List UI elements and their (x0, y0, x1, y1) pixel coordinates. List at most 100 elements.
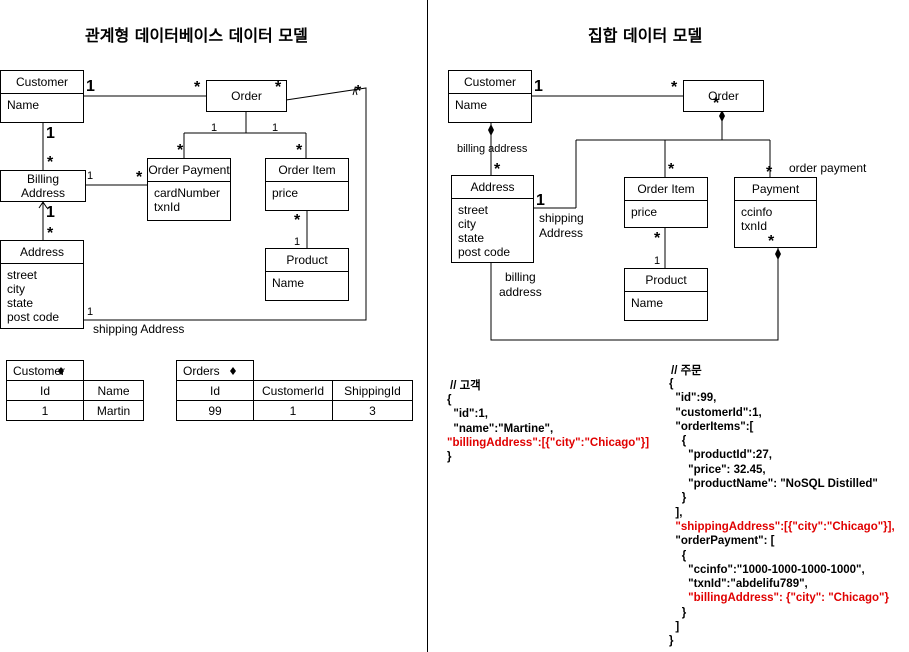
table-cell: 99 (176, 400, 254, 421)
mult-star: * (194, 79, 201, 96)
mult-one: 1 (272, 122, 279, 134)
mult-star: * (275, 79, 282, 96)
json-line-highlight: "shippingAddress":[{"city":"Chicago"}], (669, 520, 895, 533)
entity-attr: post code (7, 310, 60, 324)
left-billing-address-entity: Billing Address (0, 170, 86, 202)
right-customer-entity: Customer Name (448, 70, 532, 123)
entity-name: Customer (1, 71, 83, 94)
entity-name: Product (266, 249, 348, 272)
right-product-entity: Product Name (624, 268, 708, 321)
entity-attr: state (7, 296, 34, 310)
entity-attr: street (458, 203, 489, 217)
entity-attr: price (272, 186, 299, 200)
table-cell: 1 (6, 400, 84, 421)
order-json-comment: // 주문 (671, 365, 702, 377)
mult-one: 1 (87, 306, 94, 318)
json-line: } (669, 492, 687, 505)
right-order-entity: Order (683, 80, 764, 112)
mult-star: * (47, 225, 54, 242)
right-title: 집합 데이터 모델 (588, 26, 703, 45)
mult-star: * (294, 212, 301, 229)
left-title: 관계형 데이터베이스 데이터 모델 (85, 26, 308, 45)
left-customer-entity: Customer Name (0, 70, 84, 123)
mult-one: 1 (87, 170, 94, 182)
entity-name: Address (1, 241, 83, 264)
json-line: { (669, 435, 687, 448)
entity-attr: street (7, 268, 38, 282)
mult-star: * (355, 83, 362, 100)
json-line: } (447, 451, 452, 464)
left-address-entity: Address street city state post code (0, 240, 84, 329)
order-json: { "id":99, "customerId":1, "orderItems":… (669, 377, 895, 649)
json-line: } (669, 606, 687, 619)
order-payment-label: order payment (789, 161, 867, 175)
mult-star: * (768, 233, 775, 250)
entity-attr: Name (631, 296, 664, 310)
right-address-entity: Address street city state post code (451, 175, 534, 263)
mult-star: * (177, 142, 184, 159)
mult-one: 1 (534, 78, 543, 95)
mult-star: * (654, 230, 661, 247)
shipping-address-label: shipping Address (93, 322, 185, 336)
mult-star: * (671, 79, 678, 96)
entity-attr: Name (272, 276, 305, 290)
table-cell: 1 (253, 400, 333, 421)
table-title: Orders (176, 360, 254, 381)
entity-name: Order Payment (148, 159, 230, 182)
entity-name: Order Item (625, 178, 707, 201)
json-line: ], (669, 506, 683, 519)
entity-name: Order (708, 89, 739, 103)
shipping-label: shipping (539, 211, 584, 225)
entity-attr: txnId (154, 200, 181, 214)
billing-address-label-2: address (499, 285, 542, 299)
table-header: ShippingId (332, 380, 413, 401)
table-header: CustomerId (253, 380, 333, 401)
customer-json: { "id":1, "name":"Martine","billingAddre… (447, 393, 649, 464)
json-line-highlight: "billingAddress": {"city": "Chicago"} (669, 592, 889, 605)
shipping-address-label: Address (539, 226, 584, 240)
mult-one: 1 (211, 122, 218, 134)
entity-attr: Name (7, 98, 40, 112)
json-line: "productId":27, (669, 449, 772, 462)
entity-name: Product (625, 269, 707, 292)
left-order-item-entity: Order Item price (265, 158, 349, 211)
orders-table: Orders Id CustomerId ShippingId 99 1 3 (176, 360, 413, 421)
mult-one: 1 (46, 204, 55, 221)
entity-attr: price (631, 205, 658, 219)
mult-one: 1 (294, 236, 301, 248)
center-divider (427, 0, 428, 652)
billing-label: billing (505, 270, 536, 284)
mult-star: * (668, 161, 675, 178)
json-line: { (447, 394, 452, 406)
entity-name: Order Item (266, 159, 348, 182)
entity-attr: post code (458, 245, 511, 259)
table-cell: 3 (332, 400, 413, 421)
entity-name-line1: Billing (26, 172, 59, 186)
entity-attr: city (7, 282, 25, 296)
right-order-item-entity: Order Item price (624, 177, 708, 228)
json-line: "orderPayment": [ (669, 535, 775, 548)
table-cell: Martin (83, 400, 144, 421)
entity-attr: txnId (741, 219, 768, 233)
customer-json-comment: // 고객 (450, 380, 481, 392)
entity-name: Address (452, 176, 533, 199)
json-line: "customerId":1, (669, 406, 762, 419)
json-line: { (669, 378, 674, 390)
mult-star: * (494, 161, 501, 178)
json-line: ] (669, 621, 680, 634)
mult-one: 1 (86, 78, 95, 95)
entity-name-line2: Address (20, 186, 66, 200)
right-payment-entity: Payment ccinfo txnId (734, 177, 817, 248)
json-line: } (669, 635, 674, 648)
billing-address-label: billing address (457, 143, 528, 155)
entity-attr: Name (455, 98, 488, 112)
mult-star: * (136, 169, 143, 186)
entity-name: Order (231, 89, 262, 103)
left-order-entity: Order (206, 80, 287, 112)
mult-star: * (296, 142, 303, 159)
json-line: "id":1, (447, 408, 488, 421)
mult-star: * (713, 95, 720, 112)
customer-table: Customer Id Name 1 Martin (6, 360, 144, 421)
entity-attr: cardNumber (154, 186, 221, 200)
